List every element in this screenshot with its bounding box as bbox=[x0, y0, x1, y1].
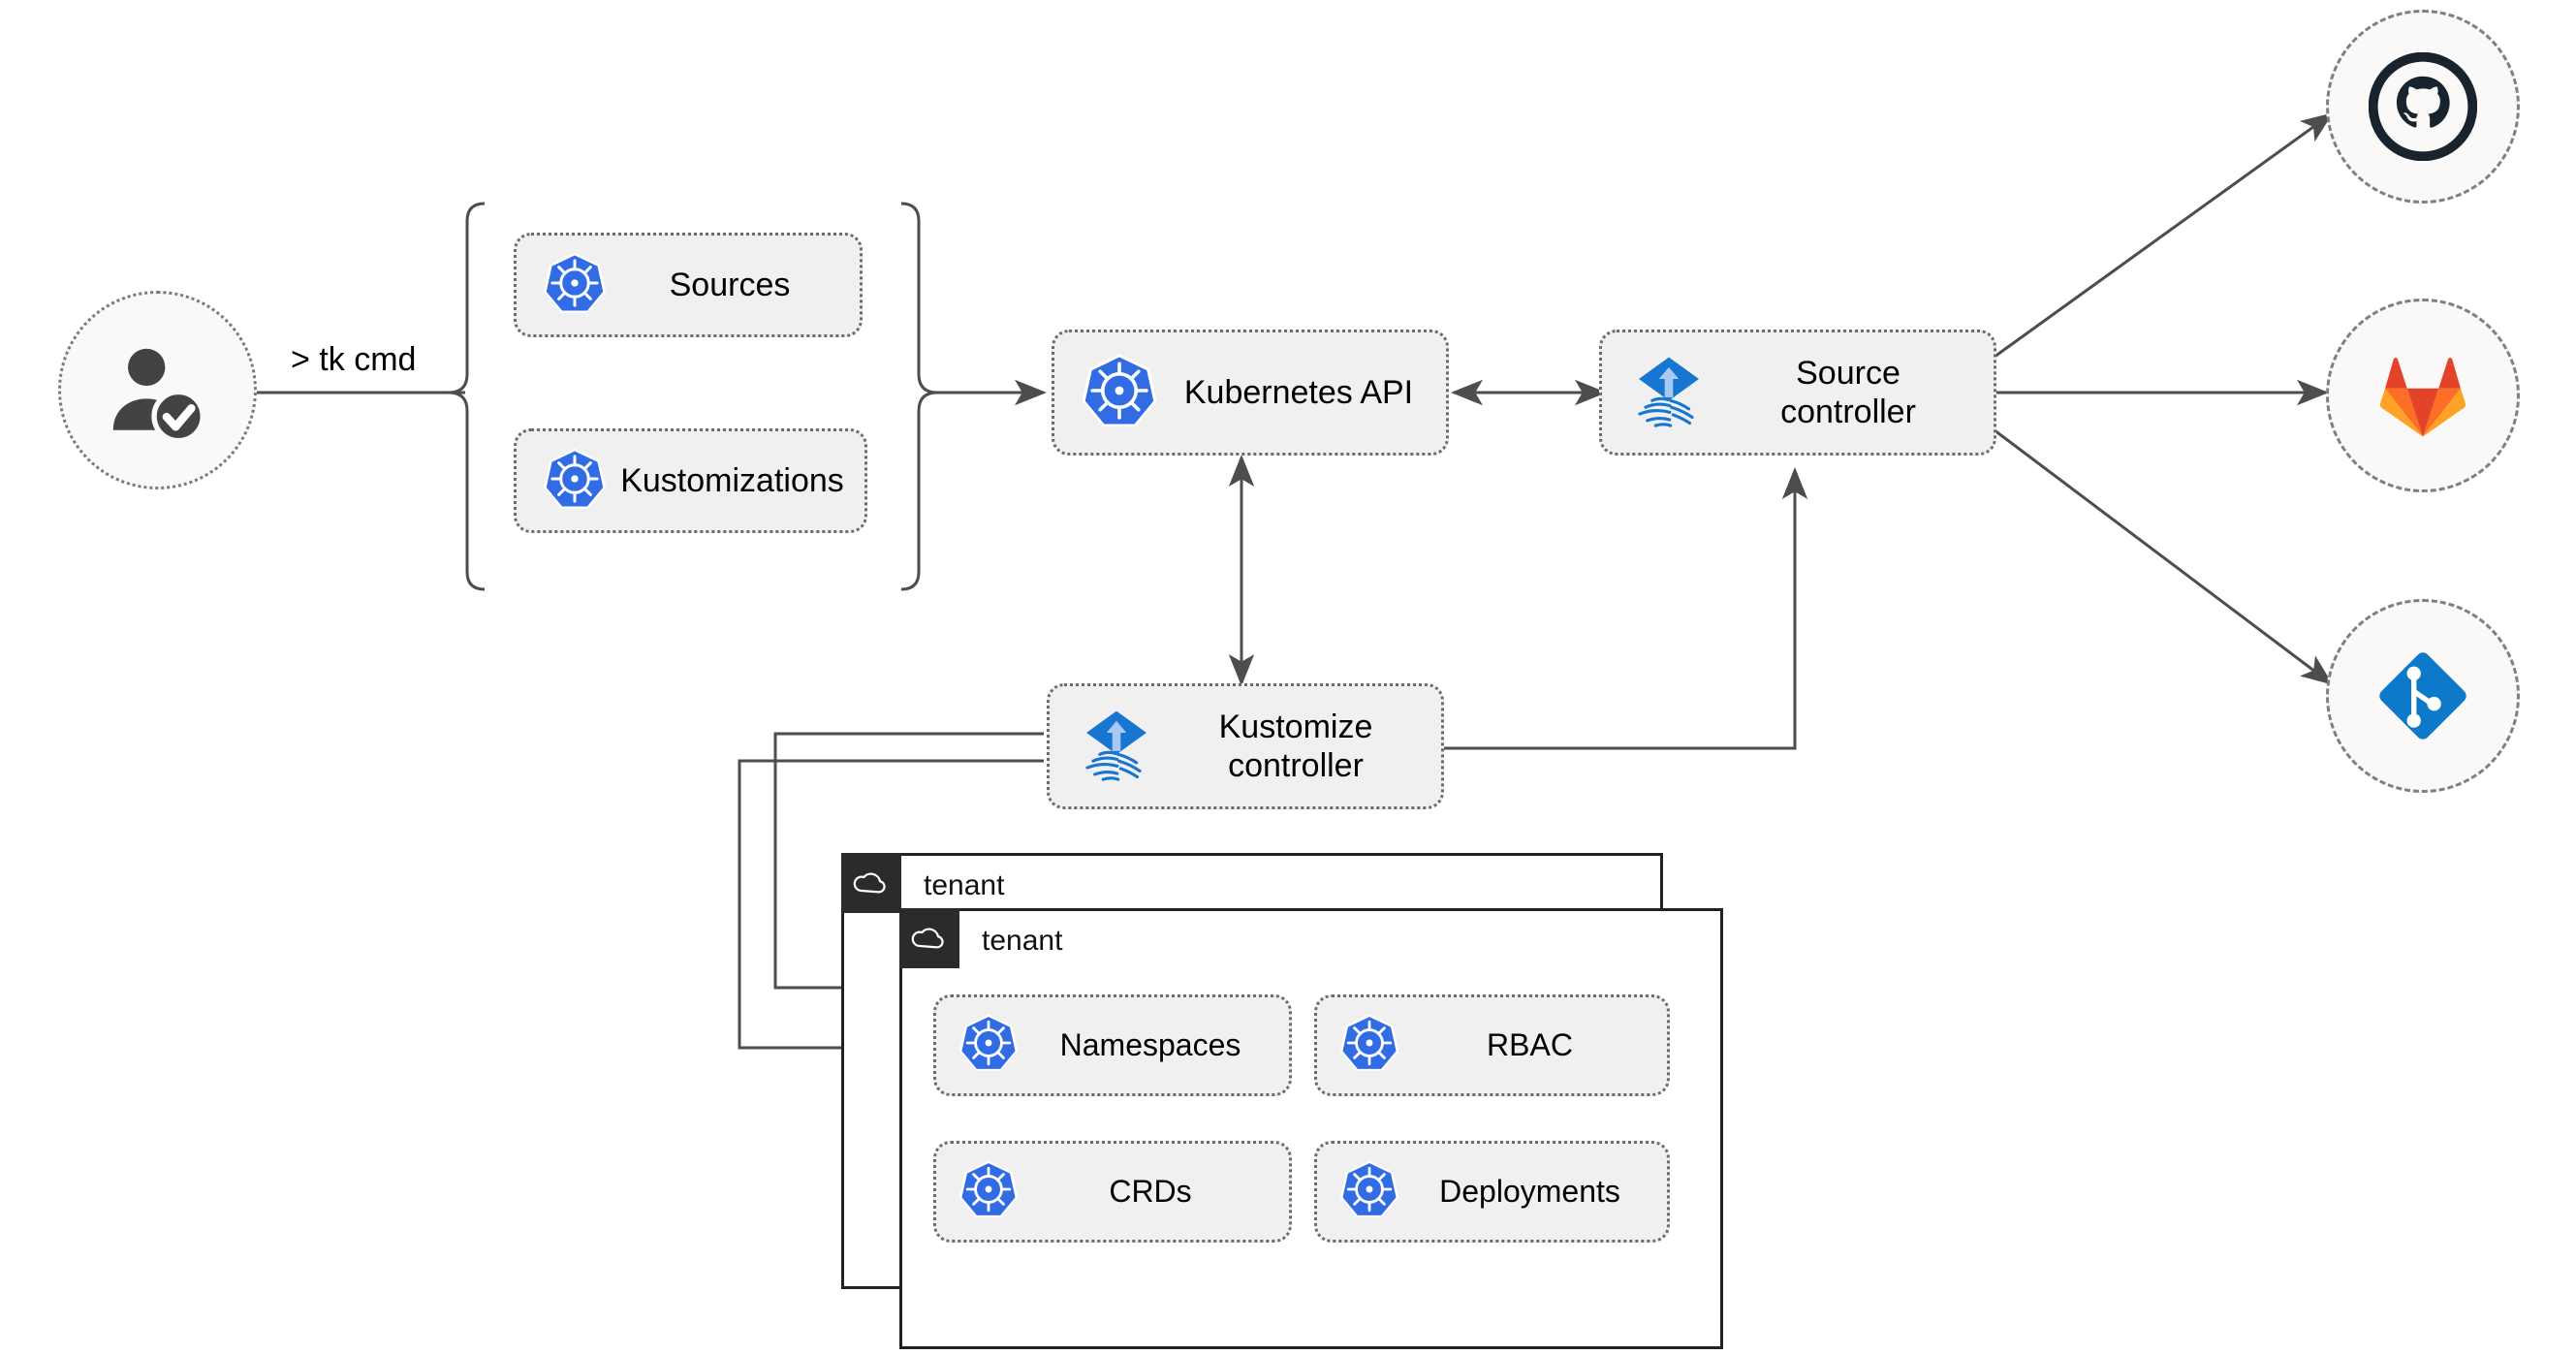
user-actor bbox=[58, 291, 257, 489]
kubernetes-icon bbox=[542, 250, 608, 321]
git-icon bbox=[2379, 652, 2466, 740]
kubernetes-icon bbox=[1338, 1012, 1400, 1079]
tenant-inner[interactable]: tenant bbox=[899, 908, 1723, 1349]
node-label: Kubernetes API bbox=[1183, 373, 1414, 411]
node-kustomize-controller[interactable]: Kustomize controller bbox=[1047, 683, 1444, 809]
tenant-label: tenant bbox=[982, 925, 1063, 957]
cloud-icon bbox=[853, 872, 886, 894]
tenant-label: tenant bbox=[924, 869, 1005, 901]
brace-left bbox=[448, 202, 486, 591]
crd-box-kustomizations[interactable]: Kustomizations bbox=[514, 428, 867, 533]
edge-source-to-github bbox=[1994, 112, 2334, 359]
resource-box-crds[interactable]: CRDs bbox=[933, 1141, 1292, 1243]
gitlab-icon bbox=[2379, 358, 2466, 437]
tenant-tab bbox=[841, 853, 901, 913]
node-label: Kustomize controller bbox=[1218, 708, 1373, 784]
kubernetes-icon bbox=[542, 446, 608, 517]
kubernetes-icon bbox=[958, 1012, 1020, 1079]
kubernetes-icon bbox=[1338, 1158, 1400, 1225]
user-verified-icon bbox=[112, 348, 205, 443]
crd-box-label: Kustomizations bbox=[620, 461, 844, 499]
command-label: > tk cmd bbox=[291, 341, 417, 378]
kubernetes-icon bbox=[958, 1158, 1020, 1225]
provider-gitlab[interactable] bbox=[2326, 299, 2520, 492]
tenant-tab bbox=[899, 908, 959, 968]
crd-box-label: Sources bbox=[669, 266, 791, 303]
flux-icon bbox=[1075, 703, 1158, 791]
edge-kustomize-to-source bbox=[1441, 467, 1808, 750]
resource-box-rbac[interactable]: RBAC bbox=[1314, 994, 1670, 1096]
kubernetes-icon bbox=[1080, 351, 1159, 435]
flux-icon bbox=[1627, 349, 1711, 437]
resource-label: RBAC bbox=[1487, 1026, 1573, 1062]
resource-label: Deployments bbox=[1439, 1173, 1620, 1209]
edge-source-to-git bbox=[1994, 428, 2334, 685]
node-source-controller[interactable]: Source controller bbox=[1599, 330, 1996, 456]
provider-github[interactable] bbox=[2326, 10, 2520, 204]
provider-git[interactable] bbox=[2326, 599, 2520, 793]
crd-box-sources[interactable]: Sources bbox=[514, 233, 863, 337]
github-icon bbox=[2369, 52, 2477, 161]
resource-label: Namespaces bbox=[1059, 1026, 1241, 1062]
node-kubernetes-api[interactable]: Kubernetes API bbox=[1052, 330, 1449, 456]
resource-box-namespaces[interactable]: Namespaces bbox=[933, 994, 1292, 1096]
cloud-icon bbox=[911, 928, 944, 949]
resource-box-deployments[interactable]: Deployments bbox=[1314, 1141, 1670, 1243]
node-label: Source controller bbox=[1780, 354, 1916, 430]
resource-label: CRDs bbox=[1109, 1173, 1192, 1209]
brace-right bbox=[900, 202, 938, 591]
